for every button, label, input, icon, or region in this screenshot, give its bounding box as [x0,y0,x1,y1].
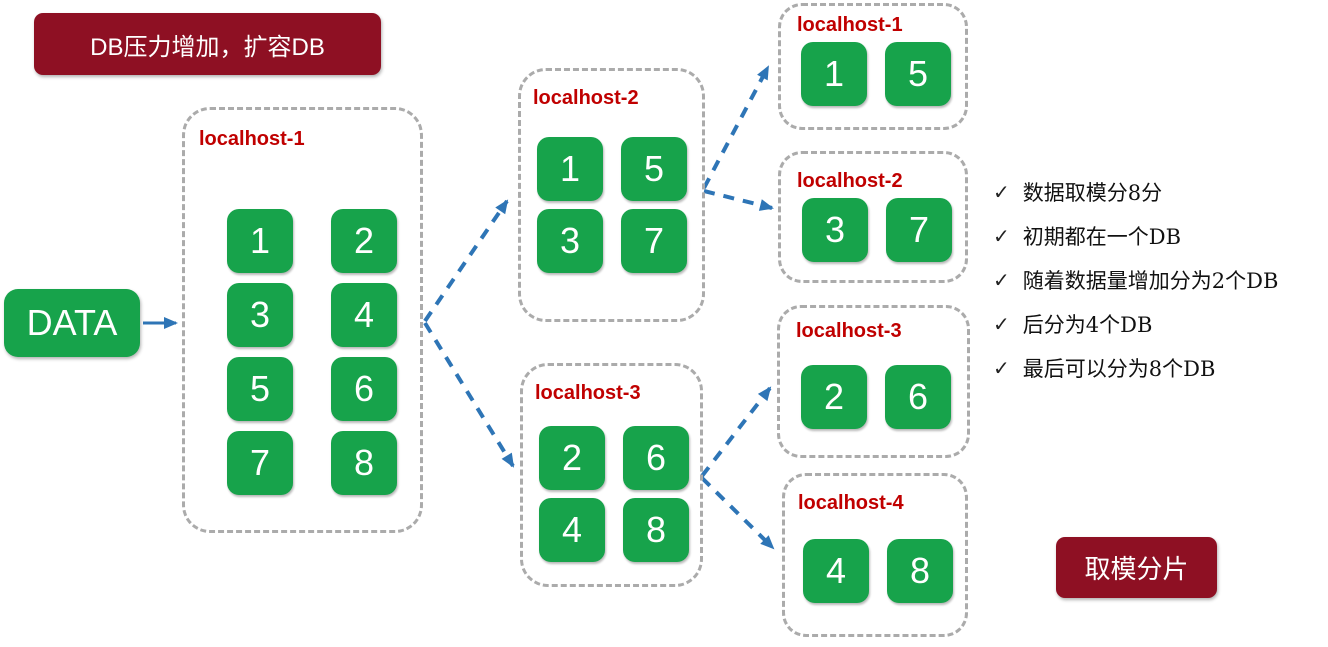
host-stage2-localhost-2: localhost-2 1 5 3 7 [518,68,705,322]
host-label: localhost-1 [797,14,903,36]
shard-cell: 7 [227,431,293,495]
checklist-item-text: 初期都在一个DB [1022,225,1182,249]
shard-cell: 6 [885,365,951,429]
shard-cell: 2 [331,209,397,273]
banner-db-scale-text: DB压力增加，扩容DB [90,33,325,61]
arrow-host3-to-final3 [700,386,772,478]
host-stage1-localhost-1: localhost-1 1 2 3 4 5 6 7 8 [182,107,423,533]
shard-row: 1 5 [801,42,951,106]
host-label: localhost-3 [535,382,641,404]
check-icon: ✓ [993,312,1010,336]
shard-cell: 4 [331,283,397,347]
shard-cell: 8 [623,498,689,562]
shard-cell: 2 [801,365,867,429]
host-stage3-localhost-3: localhost-3 2 6 [777,305,970,458]
checklist-item: ✓ 随着数据量增加分为2个DB [993,258,1278,302]
shard-cell: 7 [621,209,687,273]
shard-cell: 6 [623,426,689,490]
shard-cell: 1 [537,137,603,201]
host-stage3-localhost-2: localhost-2 3 7 [778,151,968,283]
host-stage3-localhost-4: localhost-4 4 8 [782,473,968,637]
host-label: localhost-2 [797,170,903,192]
arrow-host2-to-final2 [703,189,774,211]
shard-grid: 1 2 3 4 5 6 7 8 [227,209,397,495]
checklist-item: ✓ 初期都在一个DB [993,214,1278,258]
shard-cell: 2 [539,426,605,490]
shard-cell: 6 [331,357,397,421]
shard-cell: 7 [886,198,952,262]
host-label: localhost-3 [796,320,902,342]
shard-cell: 5 [227,357,293,421]
shard-row: 2 6 [801,365,951,429]
check-icon: ✓ [993,268,1010,292]
arrow-host1-to-host3 [423,321,515,468]
check-icon: ✓ [993,356,1010,380]
data-node: DATA [4,289,140,357]
banner-modulo-sharding-text: 取模分片 [1084,555,1189,585]
arrow-host2-to-final1 [702,65,770,189]
shard-row: 3 7 [802,198,952,262]
shard-cell: 8 [887,539,953,603]
checklist-item: ✓ 后分为4个DB [993,302,1278,346]
host-label: localhost-4 [798,492,904,514]
checklist-item-text: 数据取模分8分 [1022,181,1163,205]
shard-cell: 3 [537,209,603,273]
checklist-item-text: 随着数据量增加分为2个DB [1022,269,1279,293]
shard-row: 4 8 [803,539,953,603]
check-icon: ✓ [993,180,1010,204]
checklist-item: ✓ 最后可以分为8个DB [993,346,1278,390]
arrow-host1-to-host2 [423,199,509,323]
check-icon: ✓ [993,224,1010,248]
shard-cell: 5 [885,42,951,106]
host-label: localhost-2 [533,87,639,109]
shard-cell: 4 [539,498,605,562]
shard-cell: 3 [227,283,293,347]
shard-cell: 1 [227,209,293,273]
checklist-item: ✓ 数据取模分8分 [993,170,1278,214]
arrow-host3-to-final4 [700,476,775,550]
banner-db-scale: DB压力增加，扩容DB [34,13,381,75]
shard-cell: 1 [801,42,867,106]
shard-cell: 4 [803,539,869,603]
shard-cell: 8 [331,431,397,495]
shard-cell: 3 [802,198,868,262]
shard-grid: 1 5 3 7 [537,137,687,273]
banner-modulo-sharding: 取模分片 [1056,537,1217,598]
checklist-item-text: 最后可以分为8个DB [1022,357,1216,381]
shard-cell: 5 [621,137,687,201]
notes-checklist: ✓ 数据取模分8分 ✓ 初期都在一个DB ✓ 随着数据量增加分为2个DB ✓ 后… [993,170,1278,390]
checklist-item-text: 后分为4个DB [1022,313,1153,337]
shard-grid: 2 6 4 8 [539,426,689,562]
host-stage3-localhost-1: localhost-1 1 5 [778,3,968,130]
host-label: localhost-1 [199,128,305,150]
host-stage2-localhost-3: localhost-3 2 6 4 8 [520,363,703,587]
